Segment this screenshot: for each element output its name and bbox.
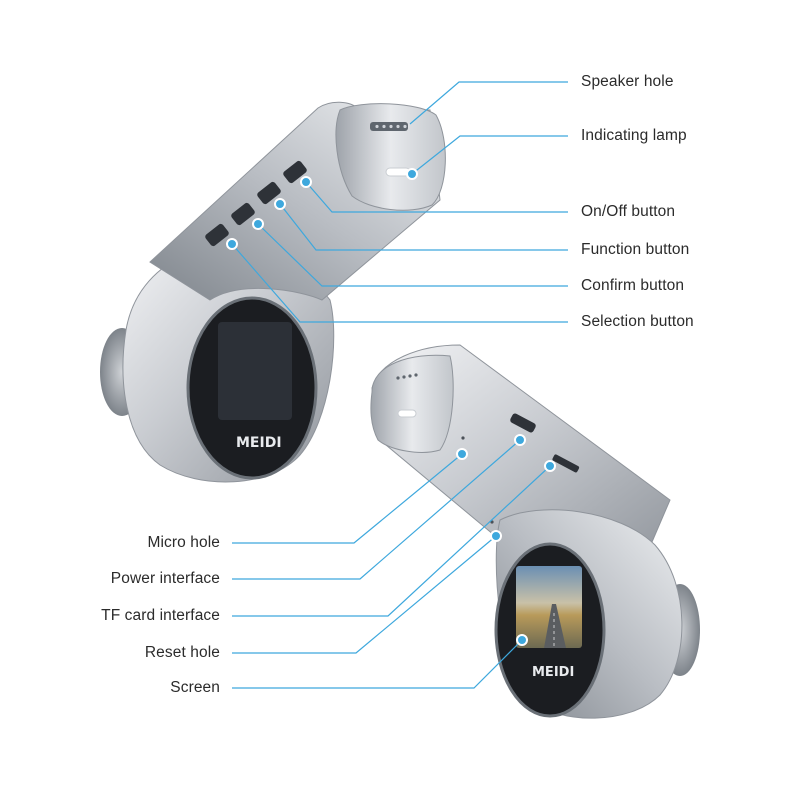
bottom-indicator-lamp — [398, 410, 416, 417]
callout-line-screen — [232, 640, 522, 688]
top-end-cap — [336, 104, 445, 211]
label-power-interface: Power interface — [111, 570, 220, 588]
label-function-button: Function button — [581, 241, 689, 259]
bottom-device: MEIDI — [371, 345, 700, 718]
top-screen — [218, 322, 292, 420]
bottom-brand-logo: MEIDI — [532, 665, 574, 680]
label-tf-card-interface: TF card interface — [101, 607, 220, 625]
label-confirm-button: Confirm button — [581, 277, 684, 295]
top-speaker-grille — [370, 122, 408, 131]
label-indicating-lamp: Indicating lamp — [581, 127, 687, 145]
top-brand-logo: MEIDI — [236, 435, 282, 451]
label-reset-hole: Reset hole — [145, 644, 220, 662]
label-selection-button: Selection button — [581, 313, 694, 331]
label-onoff-button: On/Off button — [581, 203, 675, 221]
callout-line-reset — [232, 536, 496, 653]
label-screen: Screen — [170, 679, 220, 697]
micro-hole-shape — [461, 436, 464, 439]
label-micro-hole: Micro hole — [148, 534, 221, 552]
bottom-end-cap — [371, 355, 453, 452]
label-speaker-hole: Speaker hole — [581, 73, 674, 91]
